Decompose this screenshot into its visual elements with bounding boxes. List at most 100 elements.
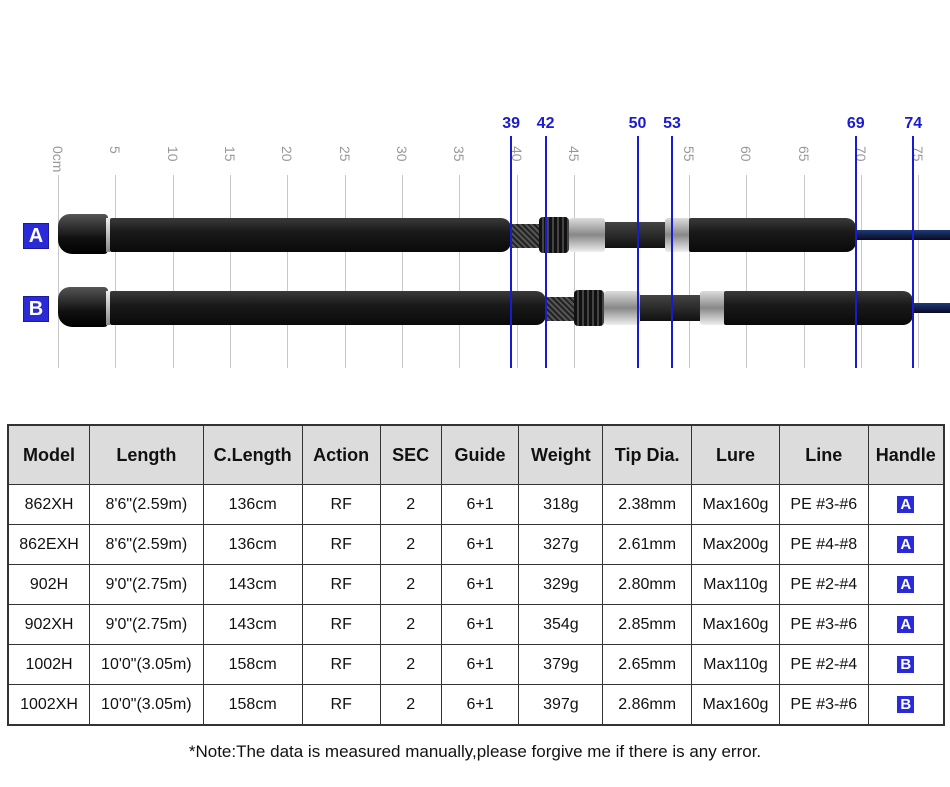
table-cell: 2.61mm (602, 524, 692, 565)
table-cell: 1002H (7, 644, 91, 685)
reel-seat-hood (603, 291, 640, 325)
table-cell: 2.65mm (602, 644, 692, 685)
table-cell: RF (301, 484, 381, 525)
handle-cell: B (867, 684, 945, 726)
marker-label: 53 (663, 115, 681, 132)
table-cell: Max110g (690, 644, 780, 685)
table-cell: 8'6"(2.59m) (89, 484, 204, 525)
table-cell: Max160g (690, 484, 780, 525)
table-cell: RF (301, 684, 381, 726)
column-header: Tip Dia. (602, 424, 692, 485)
table-cell: 397g (518, 684, 604, 726)
fore-grip (723, 291, 914, 325)
rod-blank (908, 303, 950, 313)
table-cell: 6+1 (440, 644, 520, 685)
handle-type-badge: A (897, 535, 915, 553)
table-cell: PE #4-#8 (778, 524, 869, 565)
table-cell: 2.86mm (602, 684, 692, 726)
ruler-tick-label: 35 (451, 146, 468, 162)
table-cell: PE #3-#6 (778, 484, 869, 525)
table-cell: 158cm (202, 684, 303, 726)
marker-line (510, 136, 513, 368)
butt-cap (58, 214, 108, 254)
reel-seat-hood (665, 218, 692, 252)
handle-badge-b: B (23, 296, 49, 322)
reel-seat (605, 222, 666, 248)
marker-label: 74 (904, 115, 923, 132)
table-cell: Max160g (690, 684, 780, 726)
trim-ring (106, 291, 110, 325)
ruler-tick-label: 10 (164, 146, 181, 162)
table-cell: 2.80mm (602, 564, 692, 605)
ruler-tick-label: 0cm (50, 146, 66, 173)
handle-type-badge: B (897, 655, 915, 673)
table-cell: 9'0"(2.75m) (89, 604, 204, 645)
ruler-gridline (402, 175, 404, 368)
handle-cell: A (867, 484, 945, 525)
table-cell: 2 (379, 644, 442, 685)
rod-blank (850, 230, 950, 240)
ruler-tick-label: 25 (336, 146, 353, 162)
rear-grip (110, 291, 546, 325)
handle-type-badge: A (897, 615, 915, 633)
rod-handle-b (0, 287, 950, 331)
table-cell: PE #3-#6 (778, 684, 869, 726)
rear-grip (110, 218, 512, 252)
ruler-gridline (516, 175, 518, 368)
table-cell: 6+1 (440, 684, 520, 726)
table-cell: 354g (518, 604, 604, 645)
table-cell: 10'0"(3.05m) (89, 644, 204, 685)
table-cell: 379g (518, 644, 604, 685)
trim-ring (106, 218, 110, 252)
handle-badge-a: A (23, 223, 49, 249)
marker-label: 50 (628, 115, 647, 132)
table-cell: RF (301, 604, 381, 645)
table-cell: 9'0"(2.75m) (89, 564, 204, 605)
ruler-gridline (230, 175, 232, 368)
column-header: SEC (379, 424, 442, 485)
table-cell: 136cm (202, 484, 303, 525)
handle-cell: A (867, 524, 945, 565)
marker-line (670, 136, 673, 368)
ruler-gridline (287, 175, 289, 368)
table-cell: 143cm (202, 604, 303, 645)
table-cell: 902XH (7, 604, 91, 645)
table-cell: PE #2-#4 (778, 644, 869, 685)
table-cell: 6+1 (440, 604, 520, 645)
marker-line (912, 136, 915, 368)
table-cell: Max110g (690, 564, 780, 605)
table-cell: 329g (518, 564, 604, 605)
column-header: Line (778, 424, 869, 485)
table-cell: 136cm (202, 524, 303, 565)
table-cell: 6+1 (440, 524, 520, 565)
ruler-tick-label: 55 (680, 146, 697, 162)
column-header: Action (301, 424, 381, 485)
ruler-gridline (803, 175, 805, 368)
handle-cell: A (867, 564, 945, 605)
ruler-gridline (459, 175, 461, 368)
table-cell: 2 (379, 604, 442, 645)
ruler-gridline (574, 175, 576, 368)
table-cell: 6+1 (440, 484, 520, 525)
reel-seat (639, 295, 700, 321)
ruler-tick-label: 30 (394, 146, 411, 162)
table-cell: 2 (379, 684, 442, 726)
column-header: Lure (690, 424, 780, 485)
ruler-gridline (172, 175, 174, 368)
carbon-section (511, 224, 542, 248)
table-cell: PE #3-#6 (778, 604, 869, 645)
ruler-gridline (115, 175, 117, 368)
marker-line (636, 136, 639, 368)
handle-cell: A (867, 604, 945, 645)
ruler-gridline (860, 175, 862, 368)
ruler-tick-label: 20 (279, 146, 296, 162)
table-cell: 10'0"(3.05m) (89, 684, 204, 726)
reel-seat-hood (569, 218, 606, 252)
table-cell: 862XH (7, 484, 91, 525)
table-cell: 2 (379, 564, 442, 605)
table-cell: 2.38mm (602, 484, 692, 525)
